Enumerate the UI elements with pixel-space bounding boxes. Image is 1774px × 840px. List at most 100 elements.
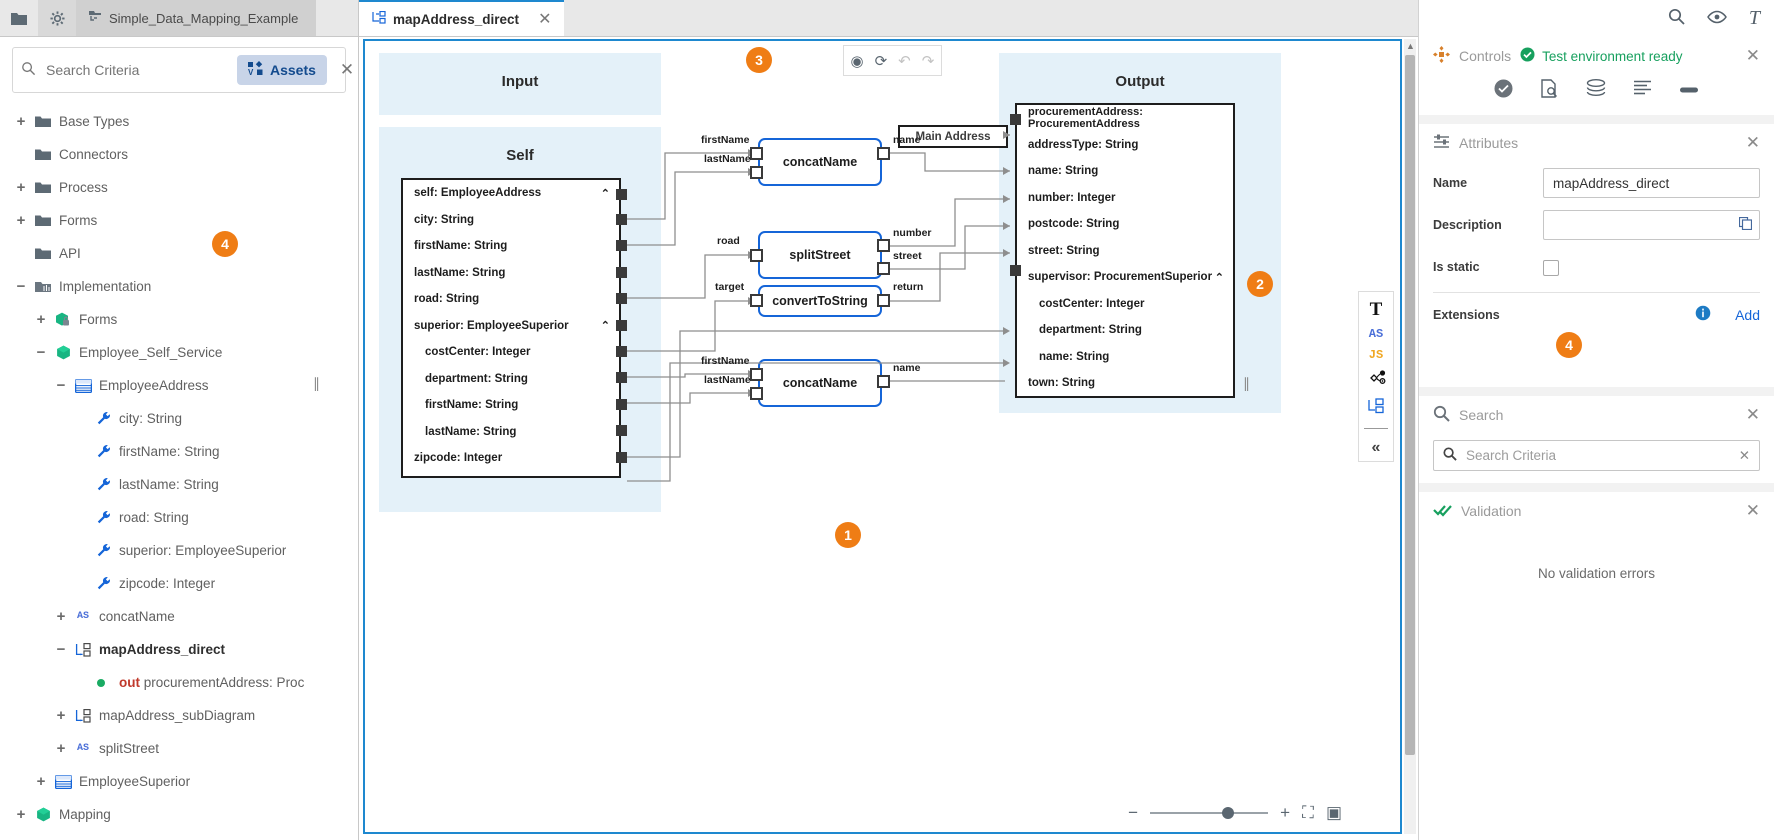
port-in-lastname-1[interactable] — [750, 166, 763, 179]
description-input[interactable] — [1543, 210, 1760, 240]
output-port-supervisor[interactable] — [1010, 265, 1021, 276]
log-icon[interactable] — [1633, 79, 1652, 103]
zoom-controls[interactable]: − + ⛶ ▣ — [1128, 803, 1342, 823]
tree-item-procurement-system[interactable]: +Procurement_System — [0, 831, 358, 840]
tree-item-process[interactable]: +Process — [0, 171, 358, 204]
tree-item-implementation[interactable]: −Implementation — [0, 270, 358, 303]
self-port-superior[interactable] — [616, 320, 627, 331]
subdiagram-tool[interactable] — [1367, 398, 1385, 417]
typography-icon[interactable]: T — [1748, 7, 1760, 29]
chevron-up-icon[interactable]: ⌃ — [600, 187, 610, 200]
preview-eye-icon[interactable] — [1706, 9, 1727, 29]
object-field-row[interactable]: zipcode: Integer — [403, 445, 619, 472]
object-field-row[interactable]: addressType: String — [1017, 132, 1233, 159]
inspect-document-icon[interactable] — [1540, 79, 1559, 103]
copy-icon[interactable] — [1738, 216, 1753, 233]
fit-to-screen-button[interactable]: ⛶ — [1302, 803, 1314, 822]
port-out-number[interactable] — [877, 239, 890, 252]
tree-toggle-icon[interactable]: + — [16, 212, 26, 229]
zoom-out-button[interactable]: − — [1128, 803, 1139, 822]
object-field-row[interactable]: number: Integer — [1017, 185, 1233, 212]
tree-item-base-types[interactable]: +Base Types — [0, 105, 358, 138]
tree-item-connectors[interactable]: Connectors — [0, 138, 358, 171]
tree-toggle-icon[interactable]: + — [56, 707, 66, 724]
tree-item-procurementaddress-proc[interactable]: out procurementAddress: Proc — [0, 666, 358, 699]
port-in-firstname-1[interactable] — [750, 147, 763, 160]
chevron-up-icon[interactable]: ⌃ — [1214, 271, 1224, 284]
port-out-street[interactable] — [877, 262, 890, 275]
tree-toggle-icon[interactable]: + — [16, 113, 26, 130]
js-script-tool[interactable]: JS — [1368, 348, 1384, 362]
search-input[interactable] — [44, 61, 229, 79]
self-port-header[interactable] — [616, 189, 627, 200]
tree-item-firstname-string[interactable]: firstName: String — [0, 435, 358, 468]
left-splitter-handle[interactable]: ∥ — [313, 375, 320, 391]
tree-toggle-icon[interactable]: − — [56, 377, 66, 394]
tree-item-employeesuperior[interactable]: +EmployeeSuperior — [0, 765, 358, 798]
clear-search-icon[interactable]: ✕ — [339, 60, 355, 79]
tree-toggle-icon[interactable]: − — [36, 344, 46, 361]
self-port-zipcode[interactable] — [616, 452, 627, 463]
validation-close-icon[interactable]: ✕ — [1745, 501, 1760, 520]
canvas-toolbar[interactable]: ◉ ⟳ ↶ ↷ — [842, 45, 943, 76]
is-static-checkbox[interactable] — [1543, 260, 1559, 276]
object-field-row[interactable]: department: String — [403, 366, 619, 393]
self-port-firstname[interactable] — [616, 240, 627, 251]
port-in-road[interactable] — [750, 249, 763, 262]
function-node-splitstreet[interactable]: splitStreet — [758, 231, 882, 279]
tree-item-road-string[interactable]: road: String — [0, 501, 358, 534]
refresh-button[interactable]: ⟳ — [874, 52, 888, 70]
tree-item-lastname-string[interactable]: lastName: String — [0, 468, 358, 501]
tool-palette[interactable]: T AS JS « — [1358, 291, 1394, 462]
tree-item-mapaddress-subdiagram[interactable]: +mapAddress_subDiagram — [0, 699, 358, 732]
zoom-slider-knob[interactable] — [1222, 807, 1235, 819]
zoom-in-button[interactable]: + — [1280, 803, 1291, 822]
chevron-up-icon[interactable]: ⌃ — [600, 320, 610, 333]
tab-close-icon[interactable]: ✕ — [538, 11, 552, 28]
node-tool[interactable] — [1367, 370, 1386, 389]
tab-mapaddress-direct[interactable]: mapAddress_direct ✕ — [359, 0, 565, 36]
asset-search-bar[interactable]: V Assets ✕ — [12, 47, 354, 93]
object-field-row[interactable]: lastName: String — [403, 419, 619, 446]
tree-item-api[interactable]: API — [0, 237, 358, 270]
tree-item-employee-self-service[interactable]: −Employee_Self_Service — [0, 336, 358, 369]
undo-button[interactable]: ↶ — [898, 52, 911, 70]
center-view-button[interactable]: ◉ — [850, 52, 864, 70]
as-script-tool[interactable]: AS — [1368, 327, 1384, 341]
tree-item-forms[interactable]: +Forms — [0, 303, 358, 336]
port-out-name-2[interactable] — [877, 375, 890, 388]
more-icon[interactable] — [1679, 79, 1699, 103]
canvas-vertical-scrollbar[interactable]: ▲ — [1404, 39, 1416, 834]
settings-tab[interactable] — [38, 0, 76, 36]
self-port-city[interactable] — [616, 214, 627, 225]
self-port-department[interactable] — [616, 372, 627, 383]
search-criteria-input[interactable]: Search Criteria ✕ — [1433, 440, 1760, 471]
zoom-slider[interactable] — [1150, 807, 1269, 819]
object-field-row[interactable]: superior: EmployeeSuperior⌃ — [403, 313, 619, 340]
tree-toggle-icon[interactable]: − — [16, 278, 26, 295]
port-out-return[interactable] — [877, 294, 890, 307]
function-node-concatname-1[interactable]: concatName — [758, 138, 882, 186]
text-tool[interactable]: T — [1369, 299, 1383, 320]
function-node-converttostring[interactable]: convertToString — [758, 285, 882, 317]
self-port-firstname-2[interactable] — [616, 399, 627, 410]
tree-item-employeeaddress[interactable]: −EmployeeAddress — [0, 369, 358, 402]
validate-icon[interactable] — [1494, 79, 1513, 103]
object-field-row[interactable]: postcode: String — [1017, 211, 1233, 238]
object-field-row[interactable]: costCenter: Integer — [1017, 291, 1233, 318]
port-in-firstname-2[interactable] — [750, 368, 763, 381]
redo-button[interactable]: ↷ — [921, 52, 935, 70]
assets-button[interactable]: V Assets — [237, 55, 327, 85]
object-field-row[interactable]: supervisor: ProcurementSuperior⌃ — [1017, 264, 1233, 291]
collapse-tool[interactable]: « — [1371, 439, 1381, 456]
self-port-lastname-2[interactable] — [616, 425, 627, 436]
output-port-header[interactable] — [1010, 114, 1021, 125]
tree-toggle-icon[interactable]: + — [56, 608, 66, 625]
tree-item-superior-employeesuperior[interactable]: superior: EmployeeSuperior — [0, 534, 358, 567]
object-field-row[interactable]: street: String — [1017, 238, 1233, 265]
object-field-row[interactable]: costCenter: Integer — [403, 339, 619, 366]
object-field-row[interactable]: city: String — [403, 207, 619, 234]
